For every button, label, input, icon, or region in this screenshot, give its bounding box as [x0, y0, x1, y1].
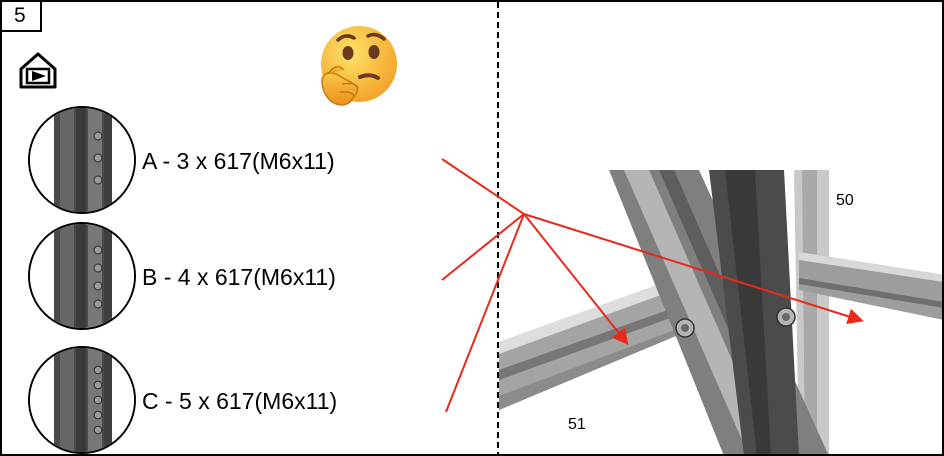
part-number-50: 50: [836, 192, 854, 209]
extrusion-bar-a-illustration: [30, 108, 134, 212]
bar-detail-circle-c: [28, 346, 136, 454]
option-a-label: A - 3 x 617(M6x11): [142, 148, 335, 174]
bar-detail-circle-b: [28, 222, 136, 330]
bar-detail-circle-a: [28, 106, 136, 214]
option-b-label: B - 4 x 617(M6x11): [142, 264, 336, 290]
step-number-box: 5: [2, 2, 42, 32]
part-number-51: 51: [568, 416, 586, 433]
extrusion-bar-b-illustration: [30, 224, 134, 328]
arrow-to-bar-50: [523, 213, 864, 325]
step-number: 5: [14, 4, 26, 27]
house-play-icon: [19, 52, 57, 89]
pointer-line-a: [441, 158, 525, 215]
assembly-photo: [499, 170, 942, 454]
thinking-face-emoji: [321, 26, 397, 106]
pointer-line-b: [441, 213, 525, 281]
pointer-line-c: [445, 213, 525, 413]
arrow-to-bar-51: [523, 213, 629, 346]
option-c-label: C - 5 x 617(M6x11): [142, 388, 338, 414]
dashed-divider: [497, 2, 499, 454]
extrusion-bar-c-illustration: [30, 348, 134, 452]
